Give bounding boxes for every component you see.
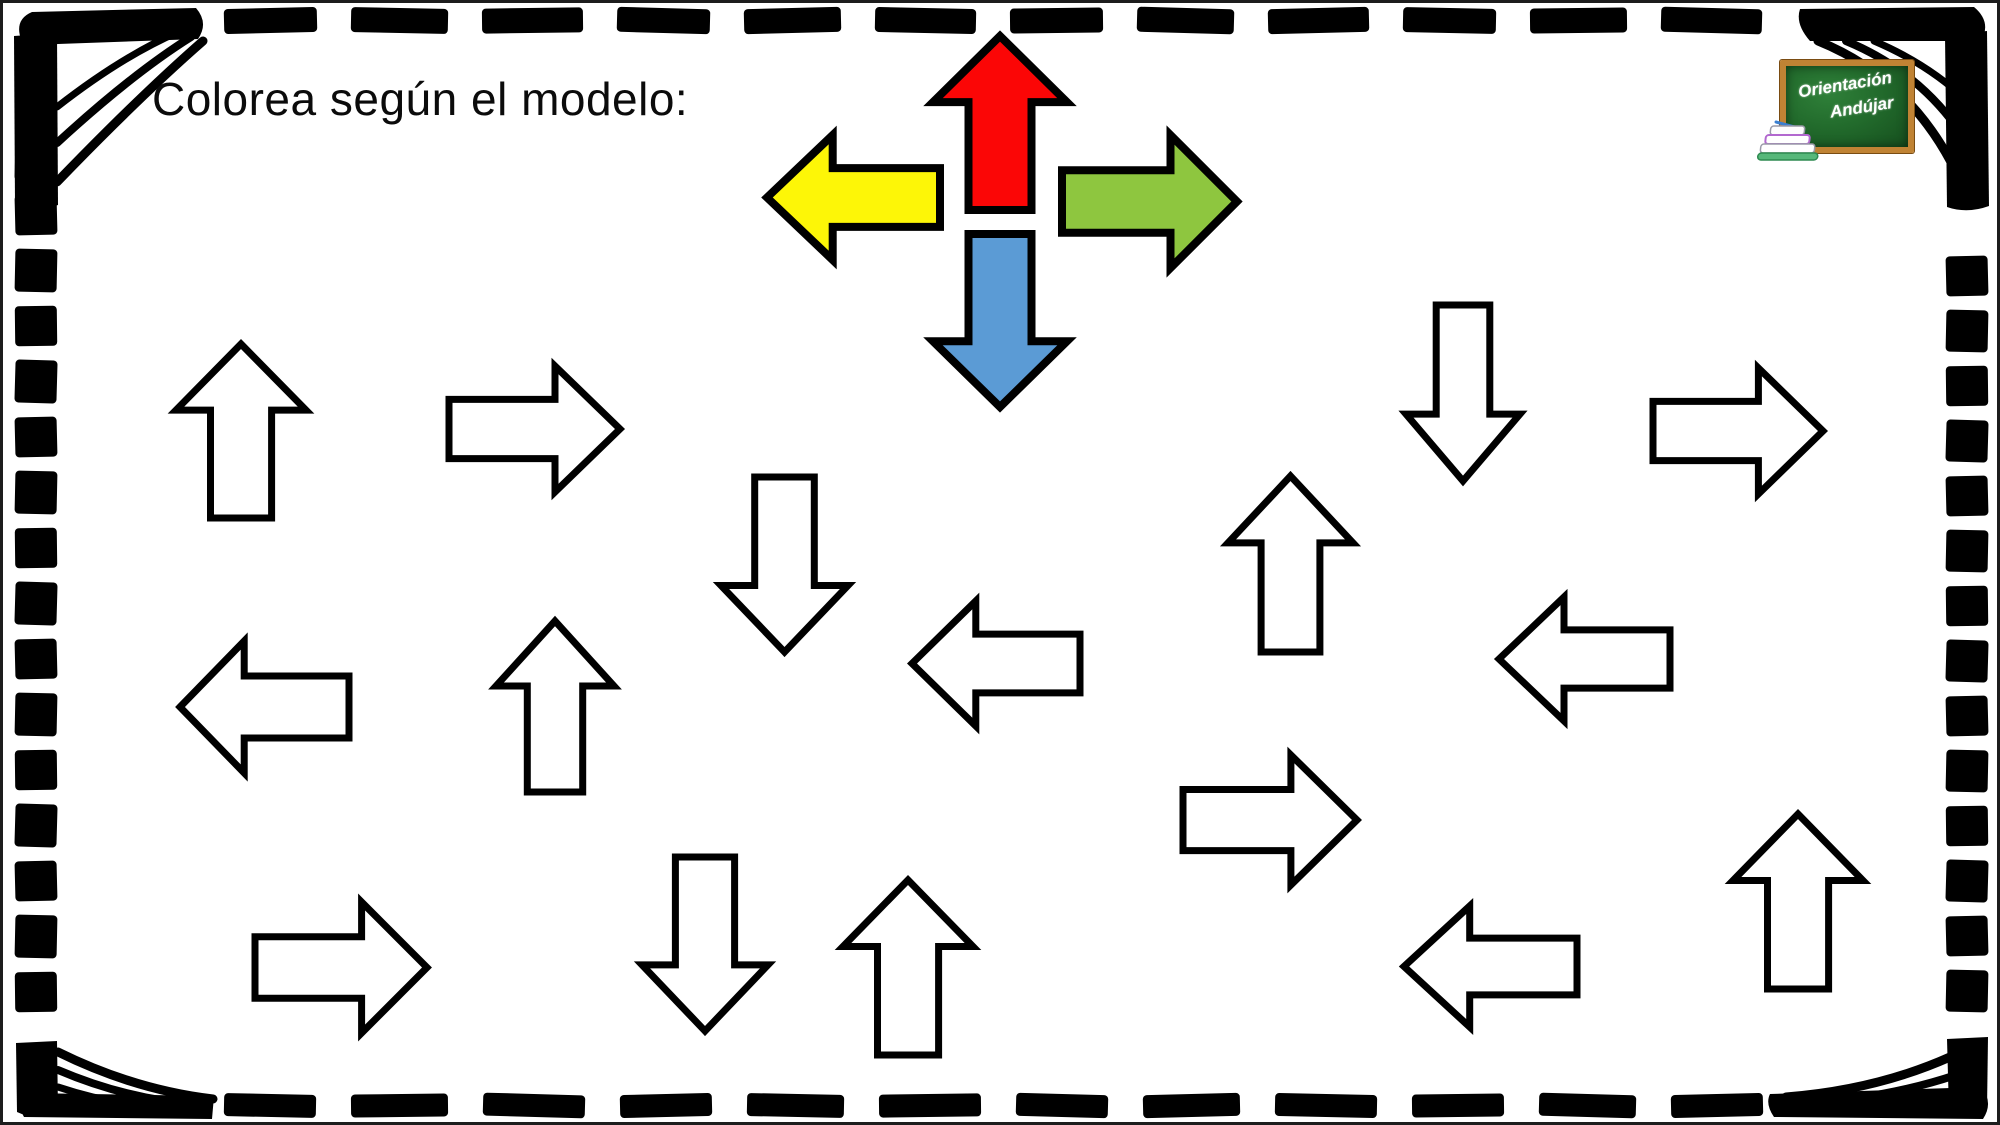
- worksheet-arrow-2-right: [445, 357, 626, 501]
- border-dash-right: [1945, 969, 1989, 1013]
- border-dash-left: [14, 749, 58, 791]
- border-dash-top: [874, 7, 977, 34]
- border-dash-top: [1660, 6, 1763, 35]
- worksheet-arrow-8-down: [1398, 301, 1528, 487]
- border-dash-left: [14, 416, 58, 458]
- worksheet-arrow-4-up: [488, 615, 622, 796]
- border-dash-left: [14, 971, 58, 1013]
- border-dash-left: [14, 194, 58, 236]
- border-dash-top: [350, 7, 449, 34]
- logo-orientacion-andujar: Orientación Andújar: [1756, 50, 1931, 165]
- model-arrow-red-up: [923, 30, 1077, 214]
- model-arrow-blue-down: [923, 230, 1077, 413]
- border-dash-left: [14, 692, 58, 737]
- border-dash-right: [1945, 639, 1989, 683]
- border-dash-bottom: [1015, 1092, 1109, 1119]
- border-dash-left: [14, 803, 58, 848]
- worksheet-arrow-7-up: [1219, 470, 1362, 656]
- border-dash-bottom: [1538, 1092, 1637, 1119]
- border-dash-left: [14, 248, 58, 293]
- border-dash-left: [14, 305, 58, 347]
- border-dash-right: [1945, 419, 1989, 463]
- worksheet-arrow-15-down: [633, 853, 777, 1037]
- border-dash-top: [1402, 7, 1497, 34]
- border-dash-right: [1945, 529, 1989, 573]
- border-dash-left: [14, 470, 58, 515]
- border-dash-left: [14, 83, 58, 125]
- worksheet-arrow-6-left: [906, 592, 1084, 735]
- border-dash-bottom: [1670, 1092, 1764, 1119]
- worksheet-arrow-1-up: [167, 339, 315, 522]
- border-dash-right: [1945, 309, 1989, 353]
- border-dash-bottom: [223, 1093, 317, 1118]
- border-corner-bottom-right: [1768, 1037, 1989, 1119]
- border-dash-left: [14, 860, 58, 902]
- worksheet-arrow-10-left: [1493, 588, 1674, 730]
- worksheet-arrow-16-up: [834, 874, 982, 1059]
- worksheet-arrow-12-up: [1724, 808, 1872, 993]
- border-dash-left: [14, 359, 58, 404]
- worksheet-arrow-14-right: [251, 893, 432, 1042]
- border-dash-right: [1945, 365, 1989, 407]
- worksheet-arrow-11-right: [1179, 746, 1362, 894]
- border-dash-top: [1529, 7, 1628, 34]
- border-dash-bottom: [350, 1093, 449, 1118]
- border-dash-bottom: [1411, 1093, 1505, 1118]
- border-dash-top: [1009, 7, 1104, 34]
- border-dash-top: [1136, 6, 1235, 35]
- border-dash-bottom: [482, 1092, 586, 1119]
- border-dash-bottom: [878, 1093, 982, 1118]
- border-dash-bottom: [746, 1093, 845, 1118]
- border-dash-bottom: [1142, 1092, 1241, 1119]
- border-dash-left: [14, 914, 58, 959]
- border-dash-top: [743, 6, 842, 35]
- border-dash-left: [14, 638, 58, 680]
- border-dash-top: [616, 6, 711, 35]
- books-icon: [1756, 120, 1819, 161]
- border-dash-right: [1945, 915, 1989, 957]
- border-corner-bottom-left: [16, 1041, 218, 1119]
- border-dash-left: [14, 137, 58, 182]
- border-dash-right: [1945, 859, 1989, 903]
- border-dash-right: [1945, 805, 1989, 847]
- border-dash-right: [1945, 749, 1989, 793]
- border-dash-top: [481, 7, 584, 34]
- border-dash-right: [1945, 475, 1989, 517]
- border-dash-bottom: [619, 1092, 713, 1119]
- worksheet-arrow-9-right: [1649, 359, 1829, 503]
- border-dash-right: [1945, 585, 1989, 627]
- border-dash-left: [14, 581, 58, 626]
- model-arrow-green-right: [1058, 125, 1243, 278]
- border-dash-right: [1945, 255, 1989, 297]
- border-dash-right: [1945, 695, 1989, 737]
- worksheet-arrow-5-left: [175, 632, 353, 782]
- page-title: Colorea según el modelo:: [152, 73, 689, 125]
- border-dash-top: [1267, 6, 1370, 35]
- worksheet-arrow-3-down: [712, 473, 857, 658]
- model-arrow-yellow-left: [761, 125, 944, 270]
- border-dash-top: [223, 6, 318, 35]
- worksheet-arrow-13-left: [1398, 898, 1581, 1035]
- border-dash-bottom: [1274, 1093, 1378, 1118]
- border-dash-left: [14, 527, 58, 569]
